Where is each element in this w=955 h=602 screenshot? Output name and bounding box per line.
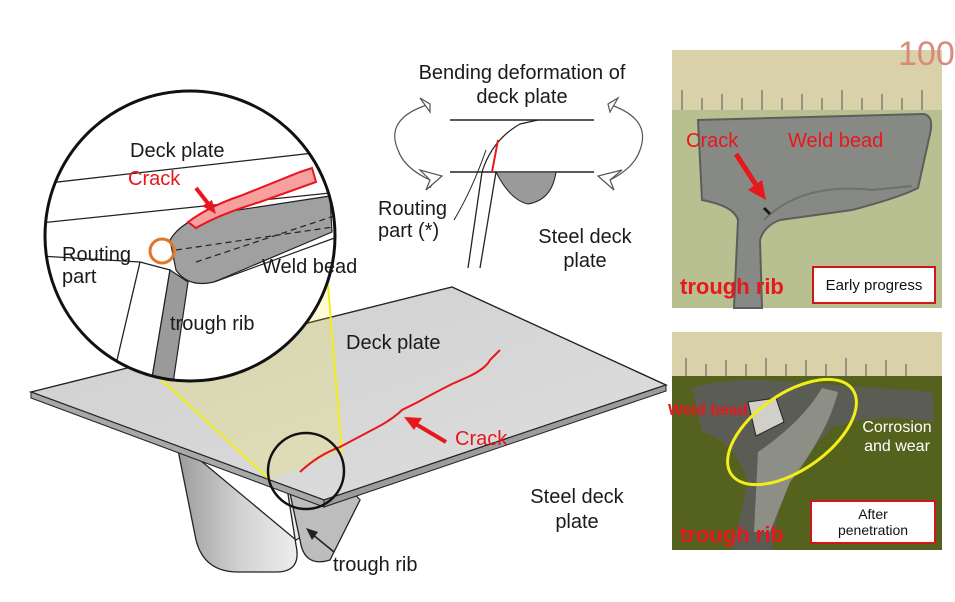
photo-top-scene xyxy=(672,50,942,309)
photo-top-ruler-number: 100 xyxy=(898,35,955,73)
photo-early-progress: 100 Crack Weld bead trough rib Early pro… xyxy=(672,36,955,309)
magnified-deck-plate-label: Deck plate xyxy=(130,140,225,162)
bending-title: Bending deformation of deck plate xyxy=(418,62,626,108)
photo-bottom-corrosion-label: Corrosion and wear xyxy=(862,419,932,455)
photo-top-weld-bead-label: Weld bead xyxy=(788,130,884,152)
photo-bottom-trough-rib-label: trough rib xyxy=(680,522,784,547)
main-crack-label: Crack xyxy=(455,428,508,450)
photo-top-trough-rib-label: trough rib xyxy=(680,274,784,299)
photo-after-penetration: Weld bead Corrosion and wear trough rib … xyxy=(668,332,942,550)
magnified-trough-rib-label: trough rib xyxy=(170,313,255,335)
photo-bottom-weld-bead-label: Weld bead xyxy=(668,402,748,419)
magnifier-circle xyxy=(43,89,337,383)
main-steel-deck-plate-label: Steel deck plate xyxy=(530,486,624,533)
magnified-crack-label: Crack xyxy=(128,168,181,190)
bending-routing-part-label: Routing part (*) xyxy=(378,198,447,242)
magnified-weld-bead-label: Weld bead xyxy=(262,256,358,278)
detail-circle xyxy=(266,431,346,511)
main-crack-line xyxy=(299,349,501,473)
photo-top-crack-label: Crack xyxy=(686,130,739,152)
magnified-routing-part-label: Routing part xyxy=(62,244,131,288)
bend-arrow-right xyxy=(607,103,644,181)
photo-top-caption: Early progress xyxy=(812,266,936,304)
main-deck-plate-label: Deck plate xyxy=(346,332,441,354)
main-trough-rib-label: trough rib xyxy=(333,554,418,576)
bending-steel-deck-plate-label: Steel deck plate xyxy=(538,226,632,272)
photo-bottom-caption: After penetration xyxy=(810,500,936,544)
routing-marker xyxy=(148,237,176,265)
